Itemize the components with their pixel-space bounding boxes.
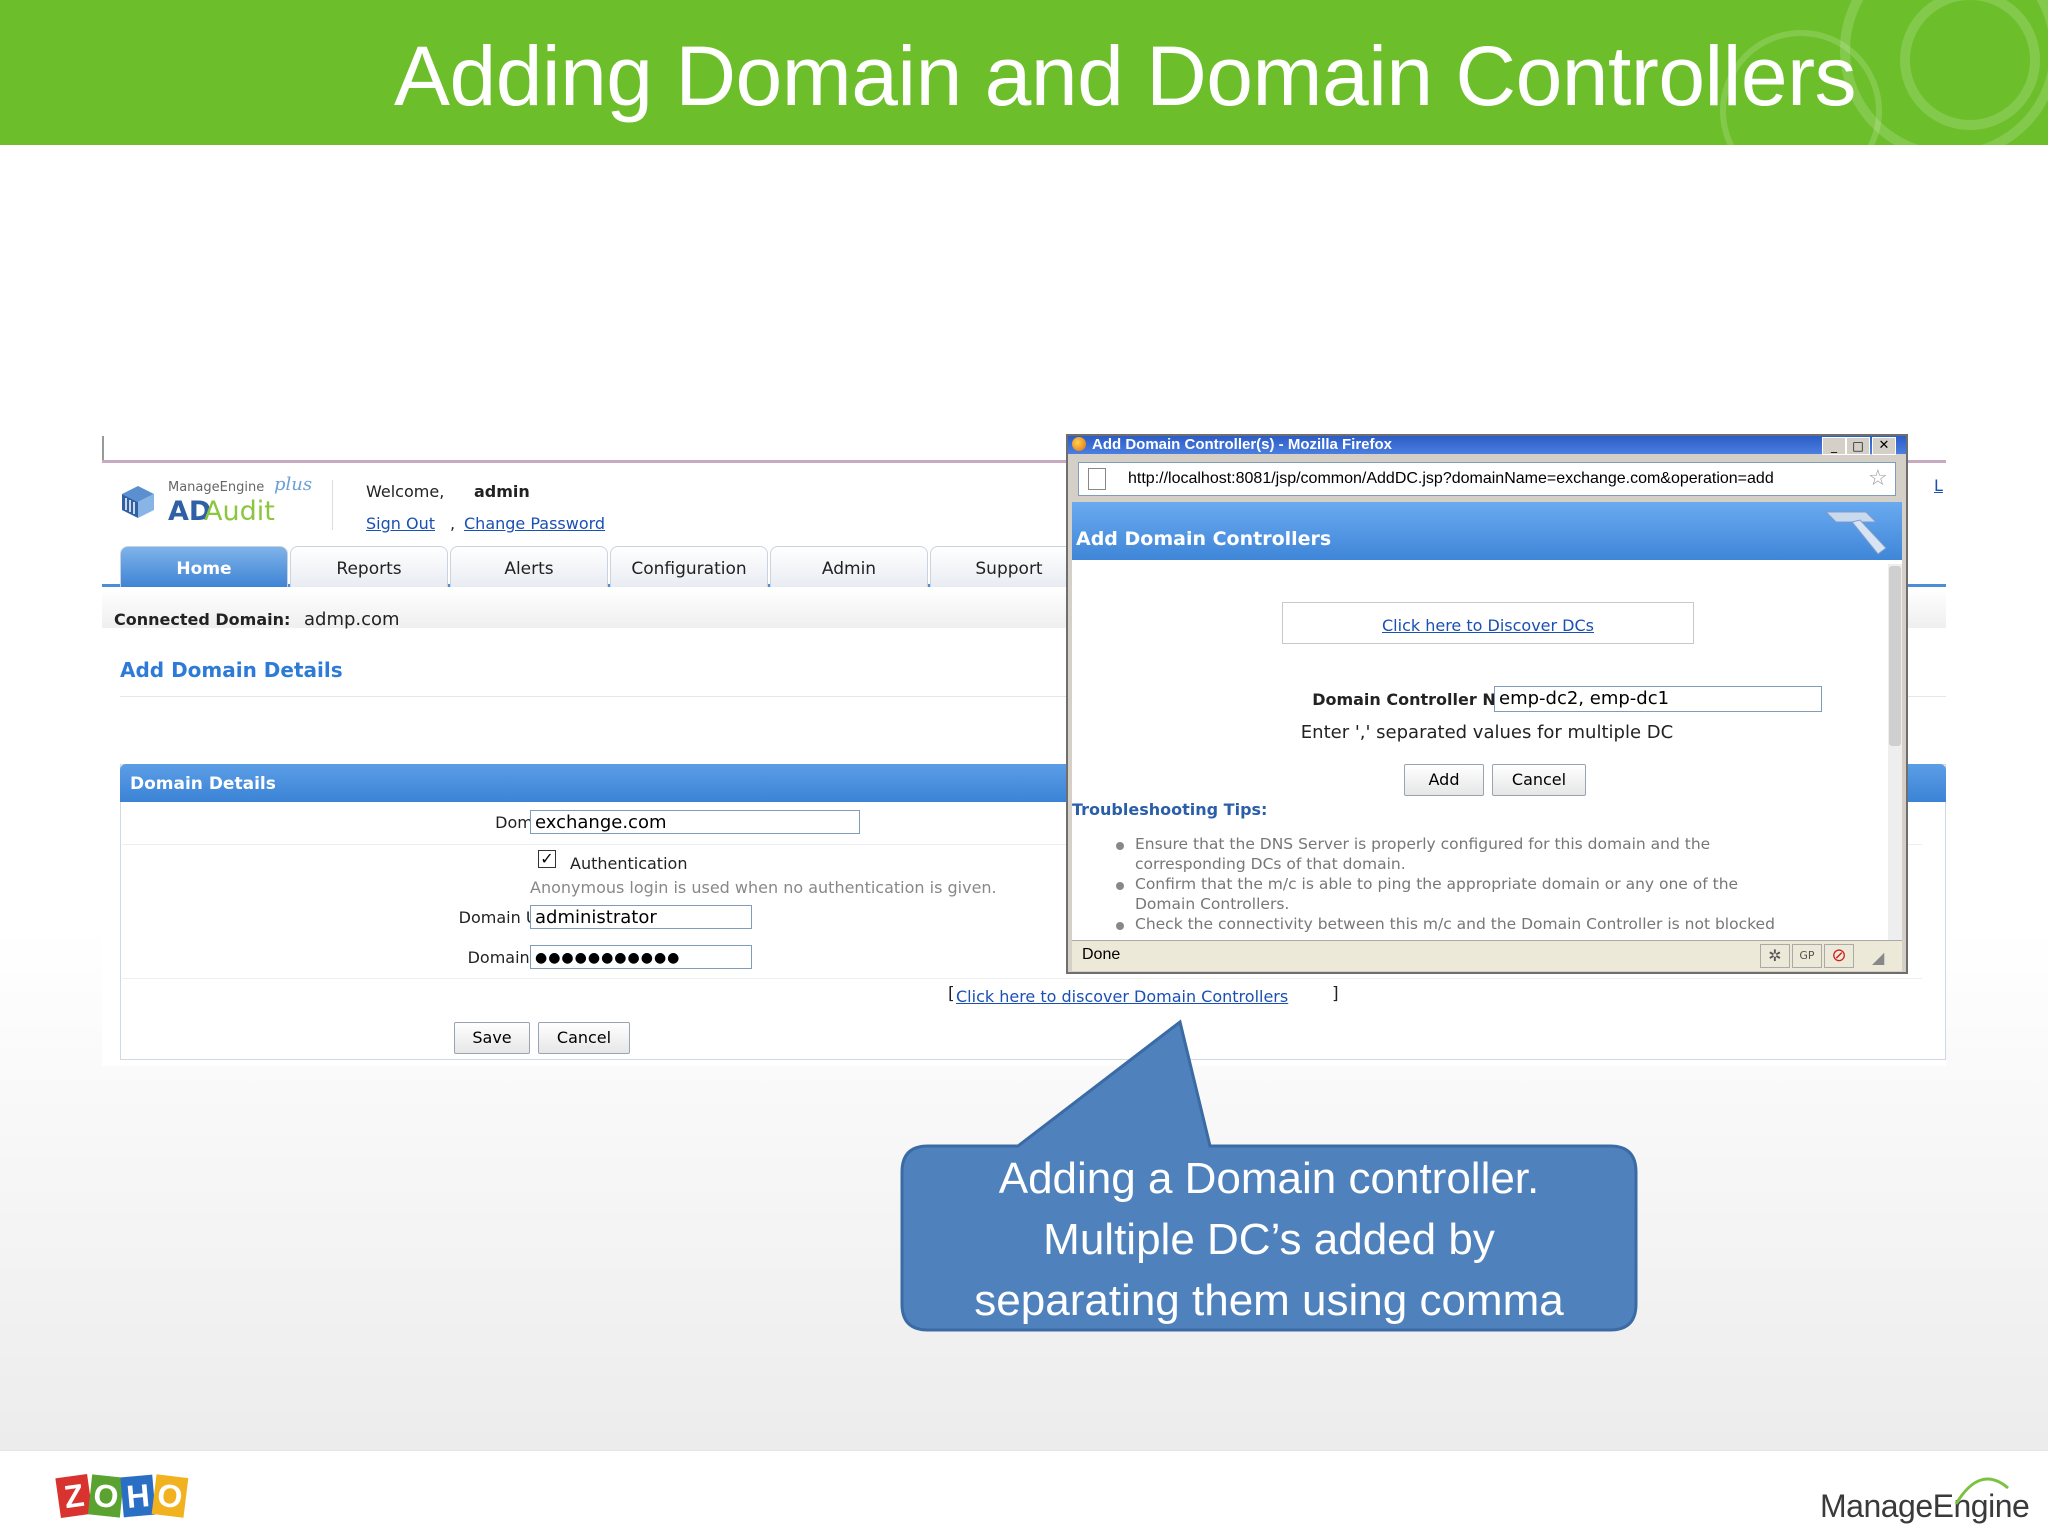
popup-window-title: Add Domain Controller(s) - Mozilla Firef… <box>1092 436 1393 453</box>
tab-admin[interactable]: Admin <box>770 546 928 587</box>
save-button[interactable]: Save <box>454 1022 530 1054</box>
domain-password-input[interactable]: ●●●●●●●●●●● <box>530 945 752 969</box>
tip-line: Ensure that the DNS Server is properly c… <box>1135 835 1711 853</box>
popup-scrollbar-thumb[interactable] <box>1889 566 1901 746</box>
firefox-icon <box>1072 437 1086 451</box>
troubleshooting-title: Troubleshooting Tips: <box>1072 800 1268 819</box>
connected-domain-value: admp.com <box>304 609 400 630</box>
auth-note: Anonymous login is used when no authenti… <box>530 878 997 897</box>
callout-text: Adding a Domain controller. Multiple DC’… <box>905 1148 1633 1331</box>
blocked-icon[interactable]: ⊘ <box>1824 944 1854 968</box>
domain-username-input[interactable]: administrator <box>530 905 752 929</box>
panel-title: Domain Details <box>130 774 276 794</box>
manageengine-swoosh-icon <box>1954 1477 2009 1505</box>
brand-audit: Audit <box>204 496 275 527</box>
tip-line: corresponding DCs of that domain. <box>1135 855 1406 873</box>
status-text: Done <box>1082 946 1121 963</box>
maximize-icon[interactable]: □ <box>1846 437 1870 455</box>
gp-icon[interactable]: GP <box>1792 944 1822 968</box>
header-swirl-decoration <box>1900 0 2040 130</box>
popup-cancel-button[interactable]: Cancel <box>1492 764 1586 796</box>
welcome-label: Welcome, <box>366 482 445 501</box>
bracket-left: [ <box>948 984 955 1004</box>
tab-configuration[interactable]: Configuration <box>610 546 768 587</box>
tab-home[interactable]: Home <box>120 546 288 587</box>
hammer-icon <box>1816 504 1896 556</box>
callout-line-2: Multiple DC’s added by <box>1043 1215 1495 1264</box>
url-bar[interactable] <box>1078 462 1896 496</box>
tip-line: Confirm that the m/c is able to ping the… <box>1135 875 1739 893</box>
popup-content <box>1072 502 1902 940</box>
bracket-right: ] <box>1332 984 1339 1004</box>
top-border <box>102 460 1946 463</box>
brand-ad: AD <box>168 496 212 527</box>
close-icon[interactable]: ✕ <box>1872 437 1896 455</box>
divider <box>332 480 333 530</box>
page-title: Add Domain Details <box>120 658 343 682</box>
change-password-link[interactable]: Change Password <box>464 514 606 533</box>
left-edge <box>102 436 104 460</box>
bookmark-star-icon[interactable]: ☆ <box>1868 466 1888 491</box>
authentication-checkbox[interactable]: ✓ <box>538 850 556 868</box>
tab-reports[interactable]: Reports <box>290 546 448 587</box>
row-divider <box>122 844 1922 845</box>
status-bar <box>1072 940 1902 971</box>
slide-header: Adding Domain and Domain Controllers <box>0 0 2048 145</box>
tip-bullet <box>1116 922 1124 930</box>
dc-name-input[interactable]: emp-dc2, emp-dc1 <box>1494 686 1822 712</box>
callout-line-1: Adding a Domain controller. <box>998 1154 1540 1203</box>
resize-grip-icon[interactable]: ◢ <box>1872 948 1885 967</box>
callout-line-3: separating them using comma <box>974 1276 1564 1325</box>
cancel-button[interactable]: Cancel <box>538 1022 630 1054</box>
tip-bullet <box>1116 842 1124 850</box>
tab-support[interactable]: Support <box>930 546 1088 587</box>
tip-line: Check the connectivity between this m/c … <box>1135 915 1775 932</box>
slide-title: Adding Domain and Domain Controllers <box>393 29 1857 123</box>
tab-alerts[interactable]: Alerts <box>450 546 608 587</box>
discover-domain-controllers-link[interactable]: Click here to discover Domain Controller… <box>956 987 1289 1006</box>
bug-icon[interactable]: ✲ <box>1760 944 1790 968</box>
authentication-label: Authentication <box>570 854 688 873</box>
discover-box <box>1282 602 1694 644</box>
brand-manageengine: ManageEngine <box>168 480 265 495</box>
row-divider <box>122 978 1922 979</box>
domain-name-input[interactable]: exchange.com <box>530 810 860 834</box>
add-button[interactable]: Add <box>1404 764 1484 796</box>
popup-title-bar <box>1068 436 1906 454</box>
manageengine-logo: ManageEngine <box>1820 1488 2030 1524</box>
discover-dcs-link[interactable]: Click here to Discover DCs <box>1382 616 1594 635</box>
url-text: http://localhost:8081/jsp/common/AddDC.j… <box>1128 470 1774 487</box>
sign-out-link[interactable]: Sign Out <box>366 514 435 533</box>
dc-name-label: Domain Controller Name : <box>1312 690 1546 709</box>
username: admin <box>474 482 530 501</box>
add-dc-popup-window: Add Domain Controller(s) - Mozilla Firef… <box>1066 434 1908 974</box>
adaudit-logo-icon <box>118 480 158 520</box>
brand-plus: plus <box>274 474 313 495</box>
connected-domain-label: Connected Domain: <box>114 610 291 629</box>
title-underline <box>120 696 1946 697</box>
right-edge-link[interactable]: L <box>1934 476 1943 495</box>
popup-header-band <box>1072 502 1902 560</box>
link-separator: , <box>450 514 456 533</box>
page-icon <box>1088 468 1106 490</box>
slide-footer <box>0 1450 2048 1537</box>
tip-line: Domain Controllers. <box>1135 895 1290 913</box>
dc-hint: Enter ',' separated values for multiple … <box>1300 722 1674 743</box>
minimize-icon[interactable]: _ <box>1822 437 1846 455</box>
popup-header: Add Domain Controllers <box>1076 528 1332 550</box>
tip-bullet <box>1116 882 1124 890</box>
